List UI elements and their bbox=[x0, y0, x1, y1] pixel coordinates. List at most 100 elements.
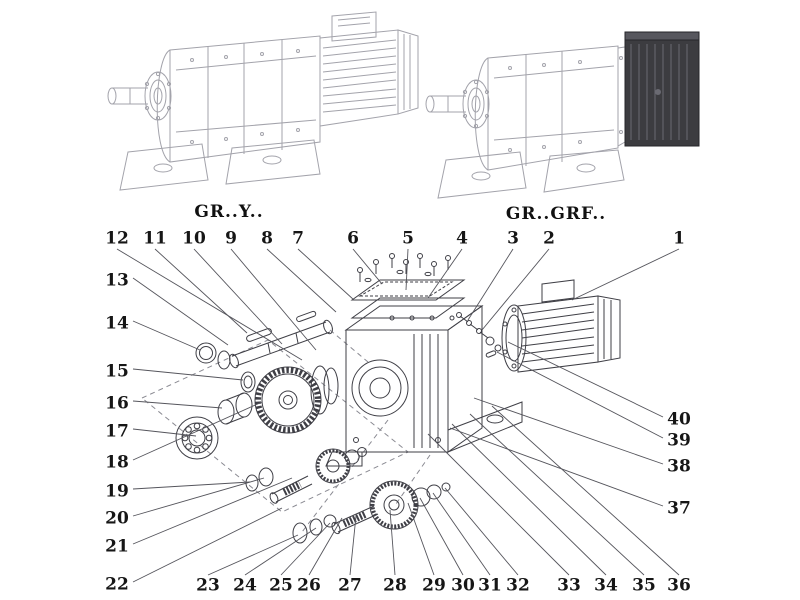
leader-line-15 bbox=[132, 368, 244, 381]
callout-37: 37 bbox=[667, 498, 691, 519]
callout-28: 28 bbox=[383, 575, 407, 596]
leader-line-32 bbox=[444, 487, 519, 576]
leader-line-34 bbox=[451, 423, 607, 576]
leader-line-14 bbox=[132, 320, 201, 351]
leader-line-40 bbox=[507, 341, 664, 418]
leader-line-11 bbox=[154, 248, 248, 334]
leader-line-36 bbox=[491, 405, 680, 576]
leader-line-7 bbox=[297, 248, 355, 301]
flange-plate-right bbox=[617, 46, 626, 147]
leader-line-8 bbox=[266, 248, 337, 313]
leader-line-5 bbox=[405, 248, 409, 291]
callout-26: 26 bbox=[297, 575, 321, 596]
callout-17: 17 bbox=[105, 421, 129, 442]
gear-housing-right bbox=[474, 45, 619, 171]
motor-left bbox=[319, 11, 419, 127]
leader-line-29 bbox=[407, 502, 435, 576]
leader-line-25 bbox=[280, 522, 331, 576]
leader-line-28 bbox=[389, 509, 396, 576]
bearing bbox=[175, 416, 219, 460]
gear-housing-left bbox=[156, 35, 321, 163]
mounting-feet-right bbox=[437, 149, 625, 199]
callout-15: 15 bbox=[105, 361, 129, 382]
variant-title-gr-y: GR..Y.. bbox=[194, 202, 264, 222]
callout-40: 40 bbox=[667, 409, 691, 430]
callout-29: 29 bbox=[422, 575, 446, 596]
mounting-feet-left bbox=[119, 139, 321, 191]
callout-25: 25 bbox=[269, 575, 293, 596]
callout-38: 38 bbox=[667, 456, 691, 477]
callout-1: 1 bbox=[673, 228, 685, 249]
leader-line-35 bbox=[469, 413, 645, 576]
leader-line-31 bbox=[432, 492, 491, 576]
large-gear bbox=[254, 366, 322, 434]
leader-line-23 bbox=[207, 534, 299, 576]
exploded-view bbox=[141, 253, 621, 544]
leader-line-13 bbox=[132, 277, 229, 346]
leader-line-38 bbox=[473, 397, 664, 465]
leader-line-37 bbox=[449, 427, 664, 507]
callout-6: 6 bbox=[347, 228, 359, 249]
callout-18: 18 bbox=[105, 452, 129, 473]
shaft-key-1 bbox=[246, 328, 272, 342]
gear-hub-rings bbox=[310, 365, 339, 415]
callout-36: 36 bbox=[667, 575, 691, 596]
callout-13: 13 bbox=[105, 270, 129, 291]
callout-31: 31 bbox=[478, 575, 502, 596]
callout-4: 4 bbox=[456, 228, 468, 249]
leader-line-26 bbox=[308, 517, 343, 576]
leader-line-1 bbox=[571, 248, 680, 301]
oil-seal bbox=[240, 371, 256, 393]
callout-12: 12 bbox=[105, 228, 129, 249]
brake-block-right bbox=[624, 31, 700, 147]
callout-39: 39 bbox=[667, 430, 691, 451]
leader-line-33 bbox=[427, 433, 570, 576]
callout-21: 21 bbox=[105, 536, 129, 557]
callout-22: 22 bbox=[105, 574, 129, 595]
leader-line-16 bbox=[132, 400, 223, 409]
leader-line-4 bbox=[427, 248, 463, 299]
retaining-ring bbox=[195, 342, 231, 370]
leader-line-30 bbox=[419, 497, 464, 576]
leader-line-12 bbox=[116, 248, 303, 361]
leader-line-2 bbox=[481, 248, 550, 331]
callout-11: 11 bbox=[143, 228, 167, 249]
shaft-key-2 bbox=[296, 310, 317, 323]
leader-line-27 bbox=[349, 515, 357, 576]
leader-line-22 bbox=[132, 507, 283, 583]
leader-line-18 bbox=[132, 401, 263, 461]
callout-30: 30 bbox=[451, 575, 475, 596]
output-shaft-left bbox=[107, 87, 148, 105]
callout-7: 7 bbox=[292, 228, 304, 249]
output-shaft-group bbox=[292, 480, 451, 544]
assembled-view-left bbox=[107, 11, 419, 191]
leader-line-39 bbox=[496, 351, 664, 439]
callout-3: 3 bbox=[507, 228, 519, 249]
callout-10: 10 bbox=[182, 228, 206, 249]
leader-line-10 bbox=[193, 248, 283, 345]
motor-fasteners bbox=[456, 312, 502, 358]
variant-title-gr-grf: GR..GRF.. bbox=[505, 204, 607, 224]
callout-2: 2 bbox=[543, 228, 555, 249]
callout-19: 19 bbox=[105, 481, 129, 502]
leader-lines bbox=[116, 248, 680, 583]
leader-line-3 bbox=[467, 248, 514, 321]
callout-23: 23 bbox=[196, 575, 220, 596]
leader-line-9 bbox=[230, 248, 317, 351]
callout-20: 20 bbox=[105, 508, 129, 529]
housing-cover bbox=[350, 279, 466, 319]
callout-33: 33 bbox=[557, 575, 581, 596]
intermediate-gear bbox=[315, 447, 367, 484]
leader-line-17 bbox=[132, 428, 197, 437]
pinion-shaft bbox=[269, 475, 313, 504]
callout-34: 34 bbox=[594, 575, 618, 596]
leader-line-6 bbox=[352, 248, 383, 285]
callout-8: 8 bbox=[261, 228, 273, 249]
gear-housing bbox=[325, 305, 523, 467]
callout-32: 32 bbox=[506, 575, 530, 596]
leader-line-24 bbox=[244, 527, 317, 576]
output-shaft-right bbox=[425, 95, 466, 113]
callout-9: 9 bbox=[225, 228, 237, 249]
